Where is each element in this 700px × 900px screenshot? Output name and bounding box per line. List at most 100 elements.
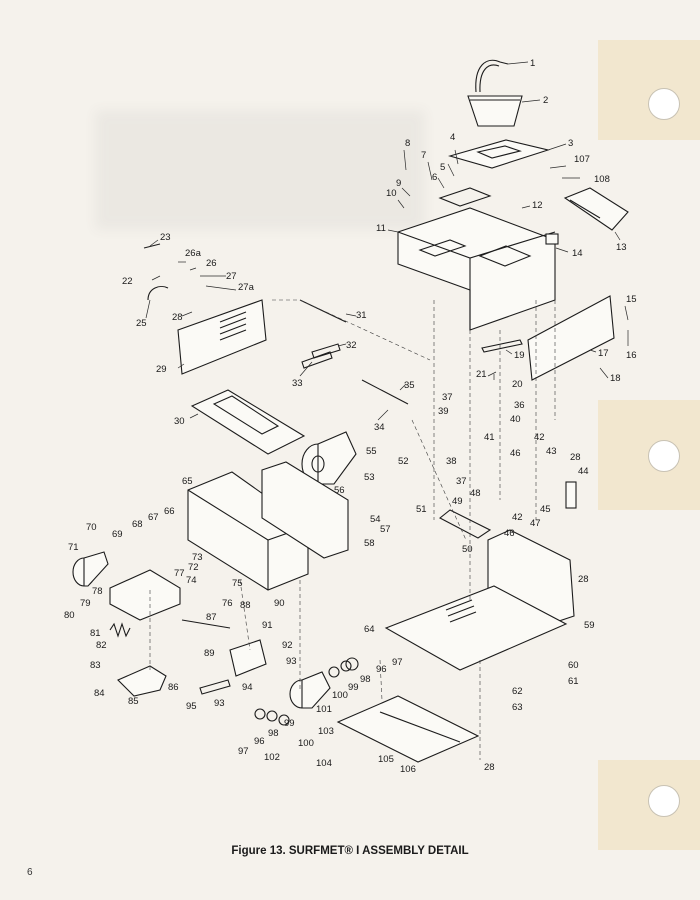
part-label-67: 67 (148, 512, 159, 523)
part-label-83: 83 (90, 660, 101, 671)
part-label-40: 40 (510, 414, 521, 425)
part-30-tray (190, 389, 306, 455)
part-label-9: 9 (396, 178, 401, 189)
part-29-side-panel (177, 299, 267, 375)
part-label-62: 62 (512, 686, 523, 697)
part-label-99-upper: 99 (348, 682, 359, 693)
part-label-28-upper: 28 (172, 312, 183, 323)
part-50-tube (439, 509, 492, 539)
part-label-44: 44 (578, 466, 589, 477)
leader-lines (145, 61, 629, 421)
part-64-base-cover (384, 585, 568, 671)
part-23-pin (143, 243, 161, 249)
part-label-46-upper: 46 (510, 448, 521, 459)
part-label-29: 29 (156, 364, 167, 375)
bleed-through-shadow (95, 110, 425, 230)
part-label-20: 20 (512, 379, 523, 390)
part-81-spring (109, 622, 131, 638)
part-label-25: 25 (136, 318, 147, 329)
part-32-tube (311, 343, 341, 359)
part-label-96-lower: 96 (254, 736, 265, 747)
part-label-19: 19 (514, 350, 525, 361)
part-35-rod (361, 379, 409, 405)
part-label-34: 34 (374, 422, 385, 433)
part-label-32: 32 (346, 340, 357, 351)
part-label-100-lower: 100 (298, 738, 314, 749)
part-label-90: 90 (274, 598, 285, 609)
figure-caption: Figure 13. SURFMET® I ASSEMBLY DETAIL (231, 845, 469, 857)
part-96-washer (254, 708, 266, 720)
part-label-49: 49 (452, 496, 463, 507)
part-label-38: 38 (446, 456, 457, 467)
part-label-22: 22 (122, 276, 133, 287)
part-14-clip (545, 233, 559, 245)
part-label-45: 45 (540, 504, 551, 515)
part-label-17: 17 (598, 348, 609, 359)
part-label-71: 71 (68, 542, 79, 553)
part-label-93-upper: 93 (286, 656, 297, 667)
part-84-bracket (117, 665, 167, 697)
part-label-18: 18 (610, 373, 621, 384)
part-87-rod (181, 619, 231, 629)
part-label-23: 23 (160, 232, 171, 243)
part-78-block (109, 569, 181, 621)
part-label-7: 7 (421, 150, 426, 161)
part-95-rod (199, 679, 231, 695)
punch-hole-top (648, 88, 680, 120)
part-label-12: 12 (532, 200, 543, 211)
part-label-82: 82 (96, 640, 107, 651)
part-label-80: 80 (64, 610, 75, 621)
page-number: 6 (27, 867, 33, 878)
part-label-88: 88 (240, 600, 251, 611)
part-92-bracket (229, 639, 267, 677)
part-label-92: 92 (282, 640, 293, 651)
part-label-79: 79 (80, 598, 91, 609)
part-label-100-upper: 100 (332, 690, 348, 701)
part-label-53: 53 (364, 472, 375, 483)
part-label-85: 85 (128, 696, 139, 707)
part-label-14: 14 (572, 248, 583, 259)
part-label-50: 50 (462, 544, 473, 555)
part-label-15: 15 (626, 294, 637, 305)
part-label-6: 6 (432, 172, 437, 183)
part-33-tube (301, 351, 333, 369)
part-label-105: 105 (378, 754, 394, 765)
part-label-74: 74 (186, 575, 197, 586)
part-label-98-lower: 98 (268, 728, 279, 739)
part-label-3: 3 (568, 138, 573, 149)
part-label-51: 51 (416, 504, 427, 515)
part-label-52: 52 (398, 456, 409, 467)
part-label-37-upper: 37 (442, 392, 453, 403)
part-number-labels: 1 2 3 4 5 6 7 8 9 10 11 12 13 14 15 16 1… (64, 58, 637, 775)
part-label-99-lower: 99 (284, 718, 295, 729)
part-label-60: 60 (568, 660, 579, 671)
part-label-35: 35 (404, 380, 415, 391)
part-label-73: 73 (192, 552, 203, 563)
part-11-top-housing (397, 207, 556, 331)
part-label-10: 10 (386, 188, 397, 199)
part-label-47: 47 (530, 518, 541, 529)
part-label-27a: 27a (238, 282, 255, 293)
part-label-39: 39 (438, 406, 449, 417)
part-label-78: 78 (92, 586, 103, 597)
part-label-5: 5 (440, 162, 445, 173)
part-19-bar (481, 339, 523, 353)
part-label-77: 77 (174, 568, 185, 579)
part-label-41: 41 (484, 432, 495, 443)
part-label-31: 31 (356, 310, 367, 321)
part-label-97-lower: 97 (238, 746, 249, 757)
part-label-72: 72 (188, 562, 199, 573)
part-label-97-upper: 97 (392, 657, 403, 668)
part-label-91: 91 (262, 620, 273, 631)
part-label-33: 33 (292, 378, 303, 389)
part-label-70: 70 (86, 522, 97, 533)
part-label-101: 101 (316, 704, 332, 715)
punch-hole-bottom (648, 785, 680, 817)
part-label-81: 81 (90, 628, 101, 639)
part-2-bowl (467, 95, 523, 127)
part-label-16: 16 (626, 350, 637, 361)
part-label-1: 1 (530, 58, 535, 69)
part-label-89: 89 (204, 648, 215, 659)
part-label-42-upper: 42 (534, 432, 545, 443)
